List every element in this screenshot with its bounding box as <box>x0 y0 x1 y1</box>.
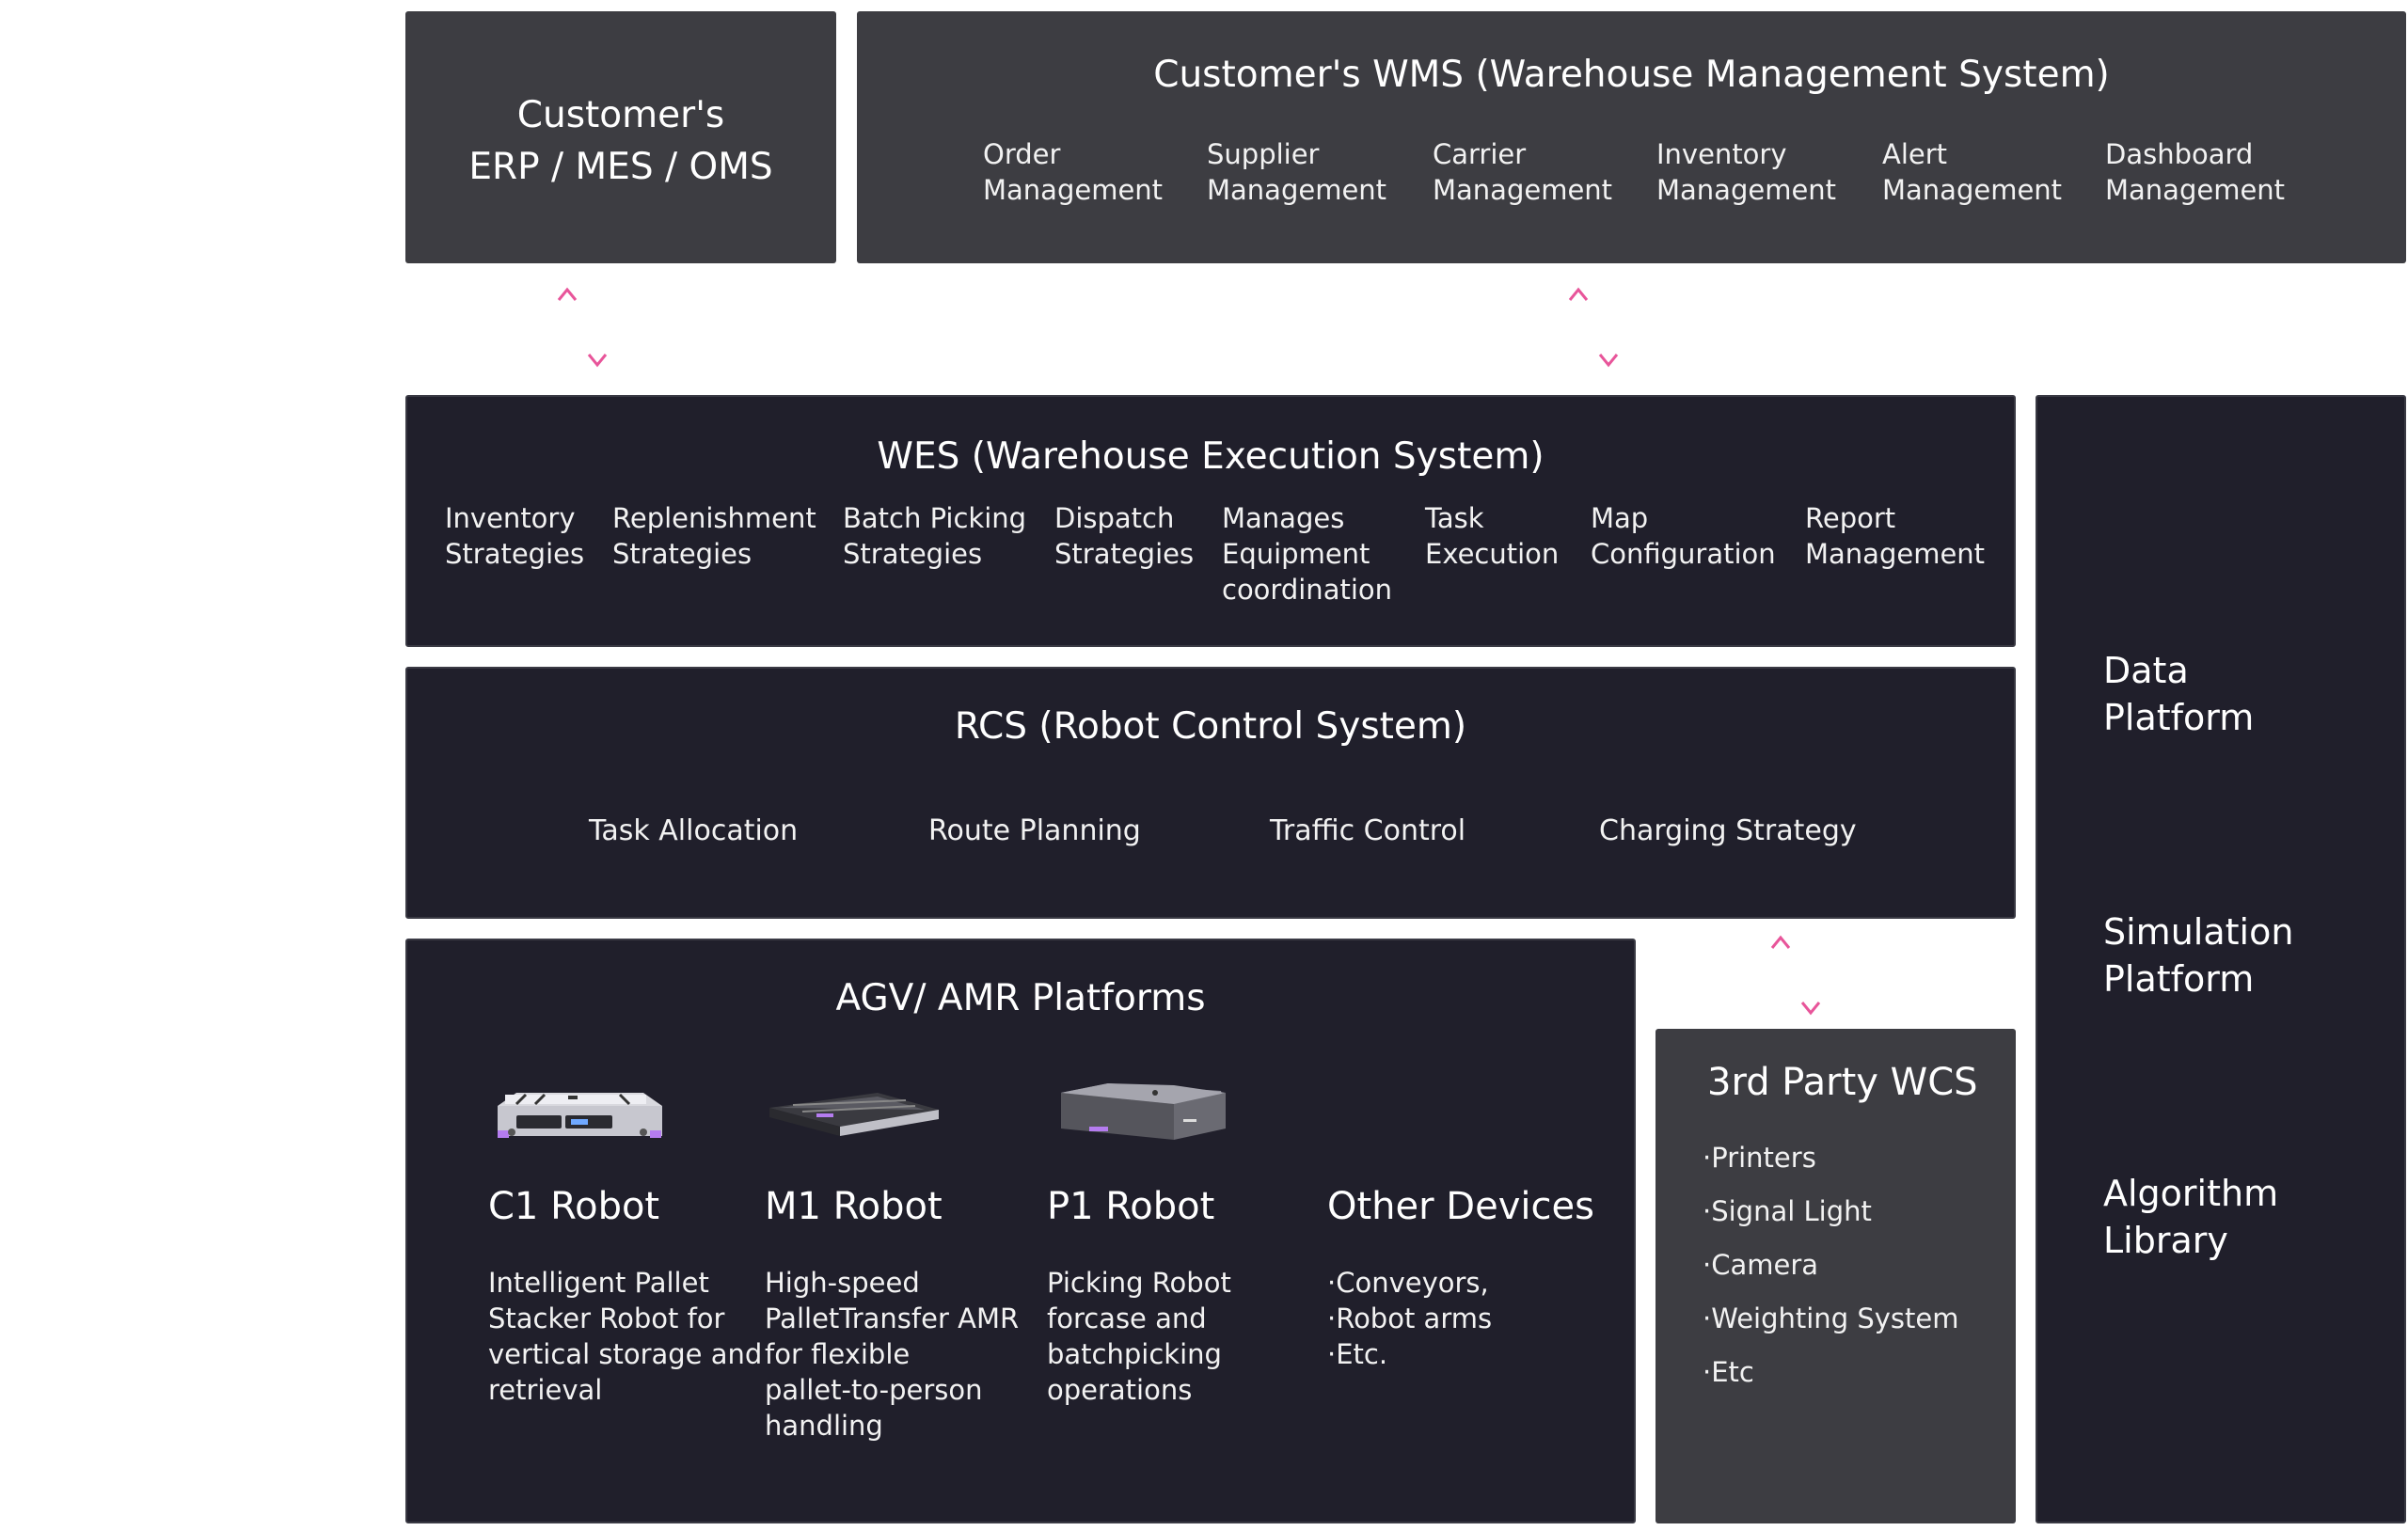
c1-robot-image <box>498 1093 662 1138</box>
wes-item-report: Report Management <box>1805 502 1986 570</box>
wes-box: WES (Warehouse Execution System) Invento… <box>405 395 2016 647</box>
c1-robot-desc: Intelligent Pallet Stacker Robot for ver… <box>488 1267 763 1406</box>
wcs-item-signal-light: ·Signal Light <box>1703 1195 1872 1227</box>
erp-title-line2: ERP / MES / OMS <box>468 146 773 188</box>
m1-robot-desc: High-speed PalletTransfer AMR for flexib… <box>765 1267 1020 1442</box>
p1-robot-name: P1 Robot <box>1047 1185 1215 1228</box>
simulation-platform-label: Simulation Platform <box>2103 911 2294 1000</box>
erp-wes-arrows <box>557 287 608 368</box>
wes-item-replenishment: Replenishment Strategies <box>612 502 816 570</box>
wms-title: Customer's WMS (Warehouse Management Sys… <box>1153 54 2110 96</box>
erp-box: Customer's ERP / MES / OMS <box>405 11 836 263</box>
p1-robot-image <box>1061 1083 1226 1140</box>
wes-item-task-execution: Task Execution <box>1425 502 1560 570</box>
rcs-title: RCS (Robot Control System) <box>954 705 1467 748</box>
other-devices-desc: ·Conveyors, ·Robot arms ·Etc. <box>1327 1267 1493 1370</box>
wcs-item-printers: ·Printers <box>1703 1142 1816 1174</box>
agv-title: AGV/ AMR Platforms <box>835 977 1206 1019</box>
other-devices-name: Other Devices <box>1327 1185 1594 1228</box>
agv-box: AGV/ AMR Platforms C1 Robot <box>405 939 1636 1523</box>
wcs-title: 3rd Party WCS <box>1707 1061 1978 1104</box>
wes-item-batch-picking: Batch Picking Strategies <box>843 502 1027 570</box>
wcs-item-weighting-system: ·Weighting System <box>1703 1302 1959 1334</box>
wcs-item-camera: ·Camera <box>1703 1249 1819 1281</box>
m1-robot-image <box>769 1093 939 1136</box>
wcs-item-etc: ·Etc <box>1703 1356 1754 1388</box>
wes-item-inventory: Inventory Strategies <box>445 502 585 570</box>
wms-box: Customer's WMS (Warehouse Management Sys… <box>857 11 2406 263</box>
data-platform-label: Data Platform <box>2103 650 2255 738</box>
rcs-item-route-planning: Route Planning <box>928 814 1141 847</box>
p1-robot-desc: Picking Robot forcase and batchpicking o… <box>1047 1267 1231 1406</box>
side-platform-box: Data Platform Simulation Platform Algori… <box>2036 395 2406 1523</box>
erp-title-line1: Customer's <box>516 94 725 136</box>
algorithm-library-label: Algorithm Library <box>2103 1173 2279 1261</box>
wcs-box: 3rd Party WCS ·Printers ·Signal Light ·C… <box>1656 1029 2016 1523</box>
c1-robot-name: C1 Robot <box>488 1185 660 1228</box>
wms-item-inventory: Inventory Management <box>1656 138 1837 206</box>
rcs-item-charging-strategy: Charging Strategy <box>1599 814 1857 847</box>
wes-item-equipment: Manages Equipment coordination <box>1222 502 1393 606</box>
m1-robot-name: M1 Robot <box>765 1185 943 1228</box>
wes-title: WES (Warehouse Execution System) <box>877 435 1545 478</box>
wms-item-carrier: Carrier Management <box>1433 138 1613 206</box>
wms-wes-arrows <box>1568 287 1619 368</box>
wes-item-map: Map Configuration <box>1591 502 1776 570</box>
wes-item-dispatch: Dispatch Strategies <box>1054 502 1195 570</box>
wms-item-order: Order Management <box>983 138 1164 206</box>
rcs-item-traffic-control: Traffic Control <box>1270 814 1466 847</box>
wms-item-supplier: Supplier Management <box>1207 138 1387 206</box>
rcs-box: RCS (Robot Control System) Task Allocati… <box>405 667 2016 919</box>
rcs-wcs-arrows <box>1770 935 1821 1016</box>
wms-item-alert: Alert Management <box>1882 138 2063 206</box>
rcs-item-task-allocation: Task Allocation <box>589 814 799 847</box>
wms-item-dashboard: Dashboard Management <box>2105 138 2286 206</box>
